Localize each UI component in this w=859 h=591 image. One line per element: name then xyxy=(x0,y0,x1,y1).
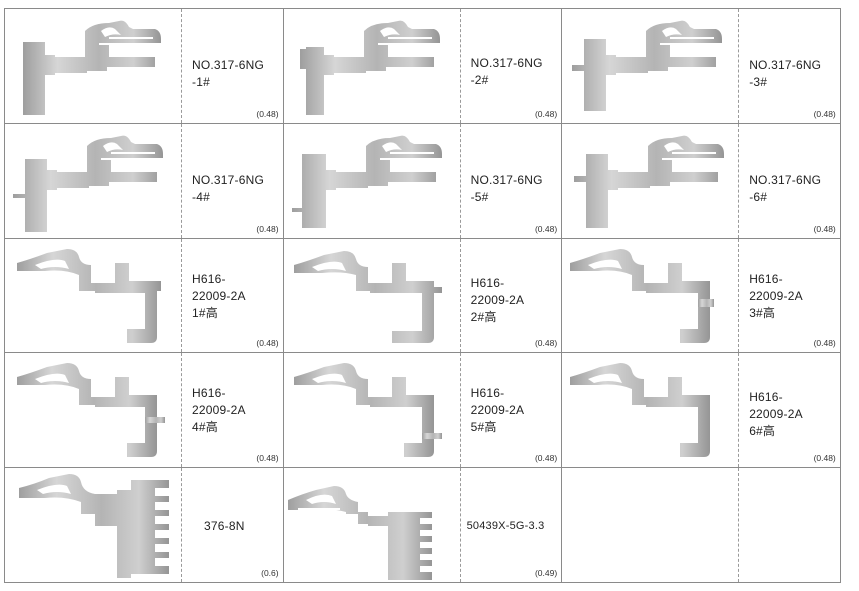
catalog-cell: H616- 22009-2A 5#高 (0.48) xyxy=(284,353,563,468)
ng-5-profile xyxy=(284,123,461,238)
h616-2-profile xyxy=(284,238,461,353)
item-weight: (0.48) xyxy=(256,338,279,349)
ng-3-profile xyxy=(562,9,740,123)
item-weight: (0.49) xyxy=(534,567,558,578)
empty-picture-area xyxy=(562,468,740,582)
catalog-row: NO.317-6NG -1# (0.48) NO.317-6NG -2# (0.… xyxy=(5,9,841,124)
comb-50439-profile xyxy=(284,468,461,582)
catalog-row: NO.317-6NG -4# (0.48) NO.317-6NG -5# (0.… xyxy=(5,123,841,239)
item-code: 50439X-5G-3.3 xyxy=(466,520,545,533)
item-weight: (0.48) xyxy=(256,223,279,234)
catalog-cell: NO.317-6NG -3# (0.48) xyxy=(562,9,841,123)
item-weight: (0.48) xyxy=(813,223,836,234)
item-weight: (0.48) xyxy=(256,108,279,119)
h616-5-profile xyxy=(284,353,461,468)
catalog-cell: NO.317-6NG -1# (0.48) xyxy=(5,9,284,123)
comb-376-profile xyxy=(5,468,182,582)
catalog-cell-empty xyxy=(562,468,841,582)
h616-6-profile xyxy=(562,353,740,468)
item-weight: (0.48) xyxy=(813,453,836,464)
ng-6-profile xyxy=(562,123,740,238)
h616-4-profile xyxy=(5,353,182,468)
item-code: H616- 22009-2A 4#高 xyxy=(192,386,246,435)
item-code: H616- 22009-2A 3#高 xyxy=(749,271,803,320)
item-code: NO.317-6NG -3# xyxy=(749,58,822,89)
catalog-cell: NO.317-6NG -6# (0.48) xyxy=(562,123,841,238)
catalog-cell: 376-8N (0.6) xyxy=(5,468,284,582)
item-weight: (0.48) xyxy=(813,338,836,349)
item-code: H616- 22009-2A 1#高 xyxy=(192,271,246,320)
h616-1-profile xyxy=(5,238,182,353)
item-weight: (0.48) xyxy=(534,338,558,349)
item-code: NO.317-6NG -6# xyxy=(749,172,822,204)
h616-3-profile xyxy=(562,238,740,353)
item-code: NO.317-6NG -1# xyxy=(192,58,265,89)
item-code: NO.317-6NG -4# xyxy=(192,172,265,204)
catalog-cell: H616- 22009-2A 1#高 (0.48) xyxy=(5,238,284,353)
ng-1-profile xyxy=(5,9,182,123)
catalog-cell: H616- 22009-2A 2#高 (0.48) xyxy=(284,238,563,353)
item-weight: (0.48) xyxy=(256,453,279,464)
item-code: H616- 22009-2A 6#高 xyxy=(749,390,803,439)
ng-2-profile xyxy=(284,9,461,123)
catalog-cell: NO.317-6NG -4# (0.48) xyxy=(5,123,284,238)
item-code: NO.317-6NG -2# xyxy=(470,56,543,87)
item-code: H616- 22009-2A 5#高 xyxy=(470,386,525,435)
catalog-cell: H616- 22009-2A 4#高 (0.48) xyxy=(5,353,284,468)
item-weight: (0.48) xyxy=(813,108,836,119)
item-weight: (0.6) xyxy=(261,567,279,578)
catalog-row: 376-8N (0.6) 50439X-5G-3.3 (0.49) xyxy=(5,468,841,583)
catalog-cell: NO.317-6NG -5# (0.48) xyxy=(284,123,563,238)
catalog-row: H616- 22009-2A 1#高 (0.48) H616- 22009-2A… xyxy=(5,238,841,354)
catalog-cell: NO.317-6NG -2# (0.48) xyxy=(284,9,563,123)
catalog-cell: H616- 22009-2A 6#高 (0.48) xyxy=(562,353,841,468)
catalog-cell: 50439X-5G-3.3 (0.49) xyxy=(284,468,563,582)
item-code: NO.317-6NG -5# xyxy=(470,172,543,204)
item-weight: (0.48) xyxy=(534,223,558,234)
catalog-grid: NO.317-6NG -1# (0.48) NO.317-6NG -2# (0.… xyxy=(4,8,841,583)
item-code: 376-8N xyxy=(204,519,245,534)
ng-4-profile xyxy=(5,123,182,238)
item-weight: (0.48) xyxy=(534,453,558,464)
item-code: H616- 22009-2A 2#高 xyxy=(470,275,525,324)
catalog-cell: H616- 22009-2A 3#高 (0.48) xyxy=(562,238,841,353)
item-weight: (0.48) xyxy=(534,108,558,119)
catalog-row: H616- 22009-2A 4#高 (0.48) H616- 22009-2A… xyxy=(5,353,841,469)
